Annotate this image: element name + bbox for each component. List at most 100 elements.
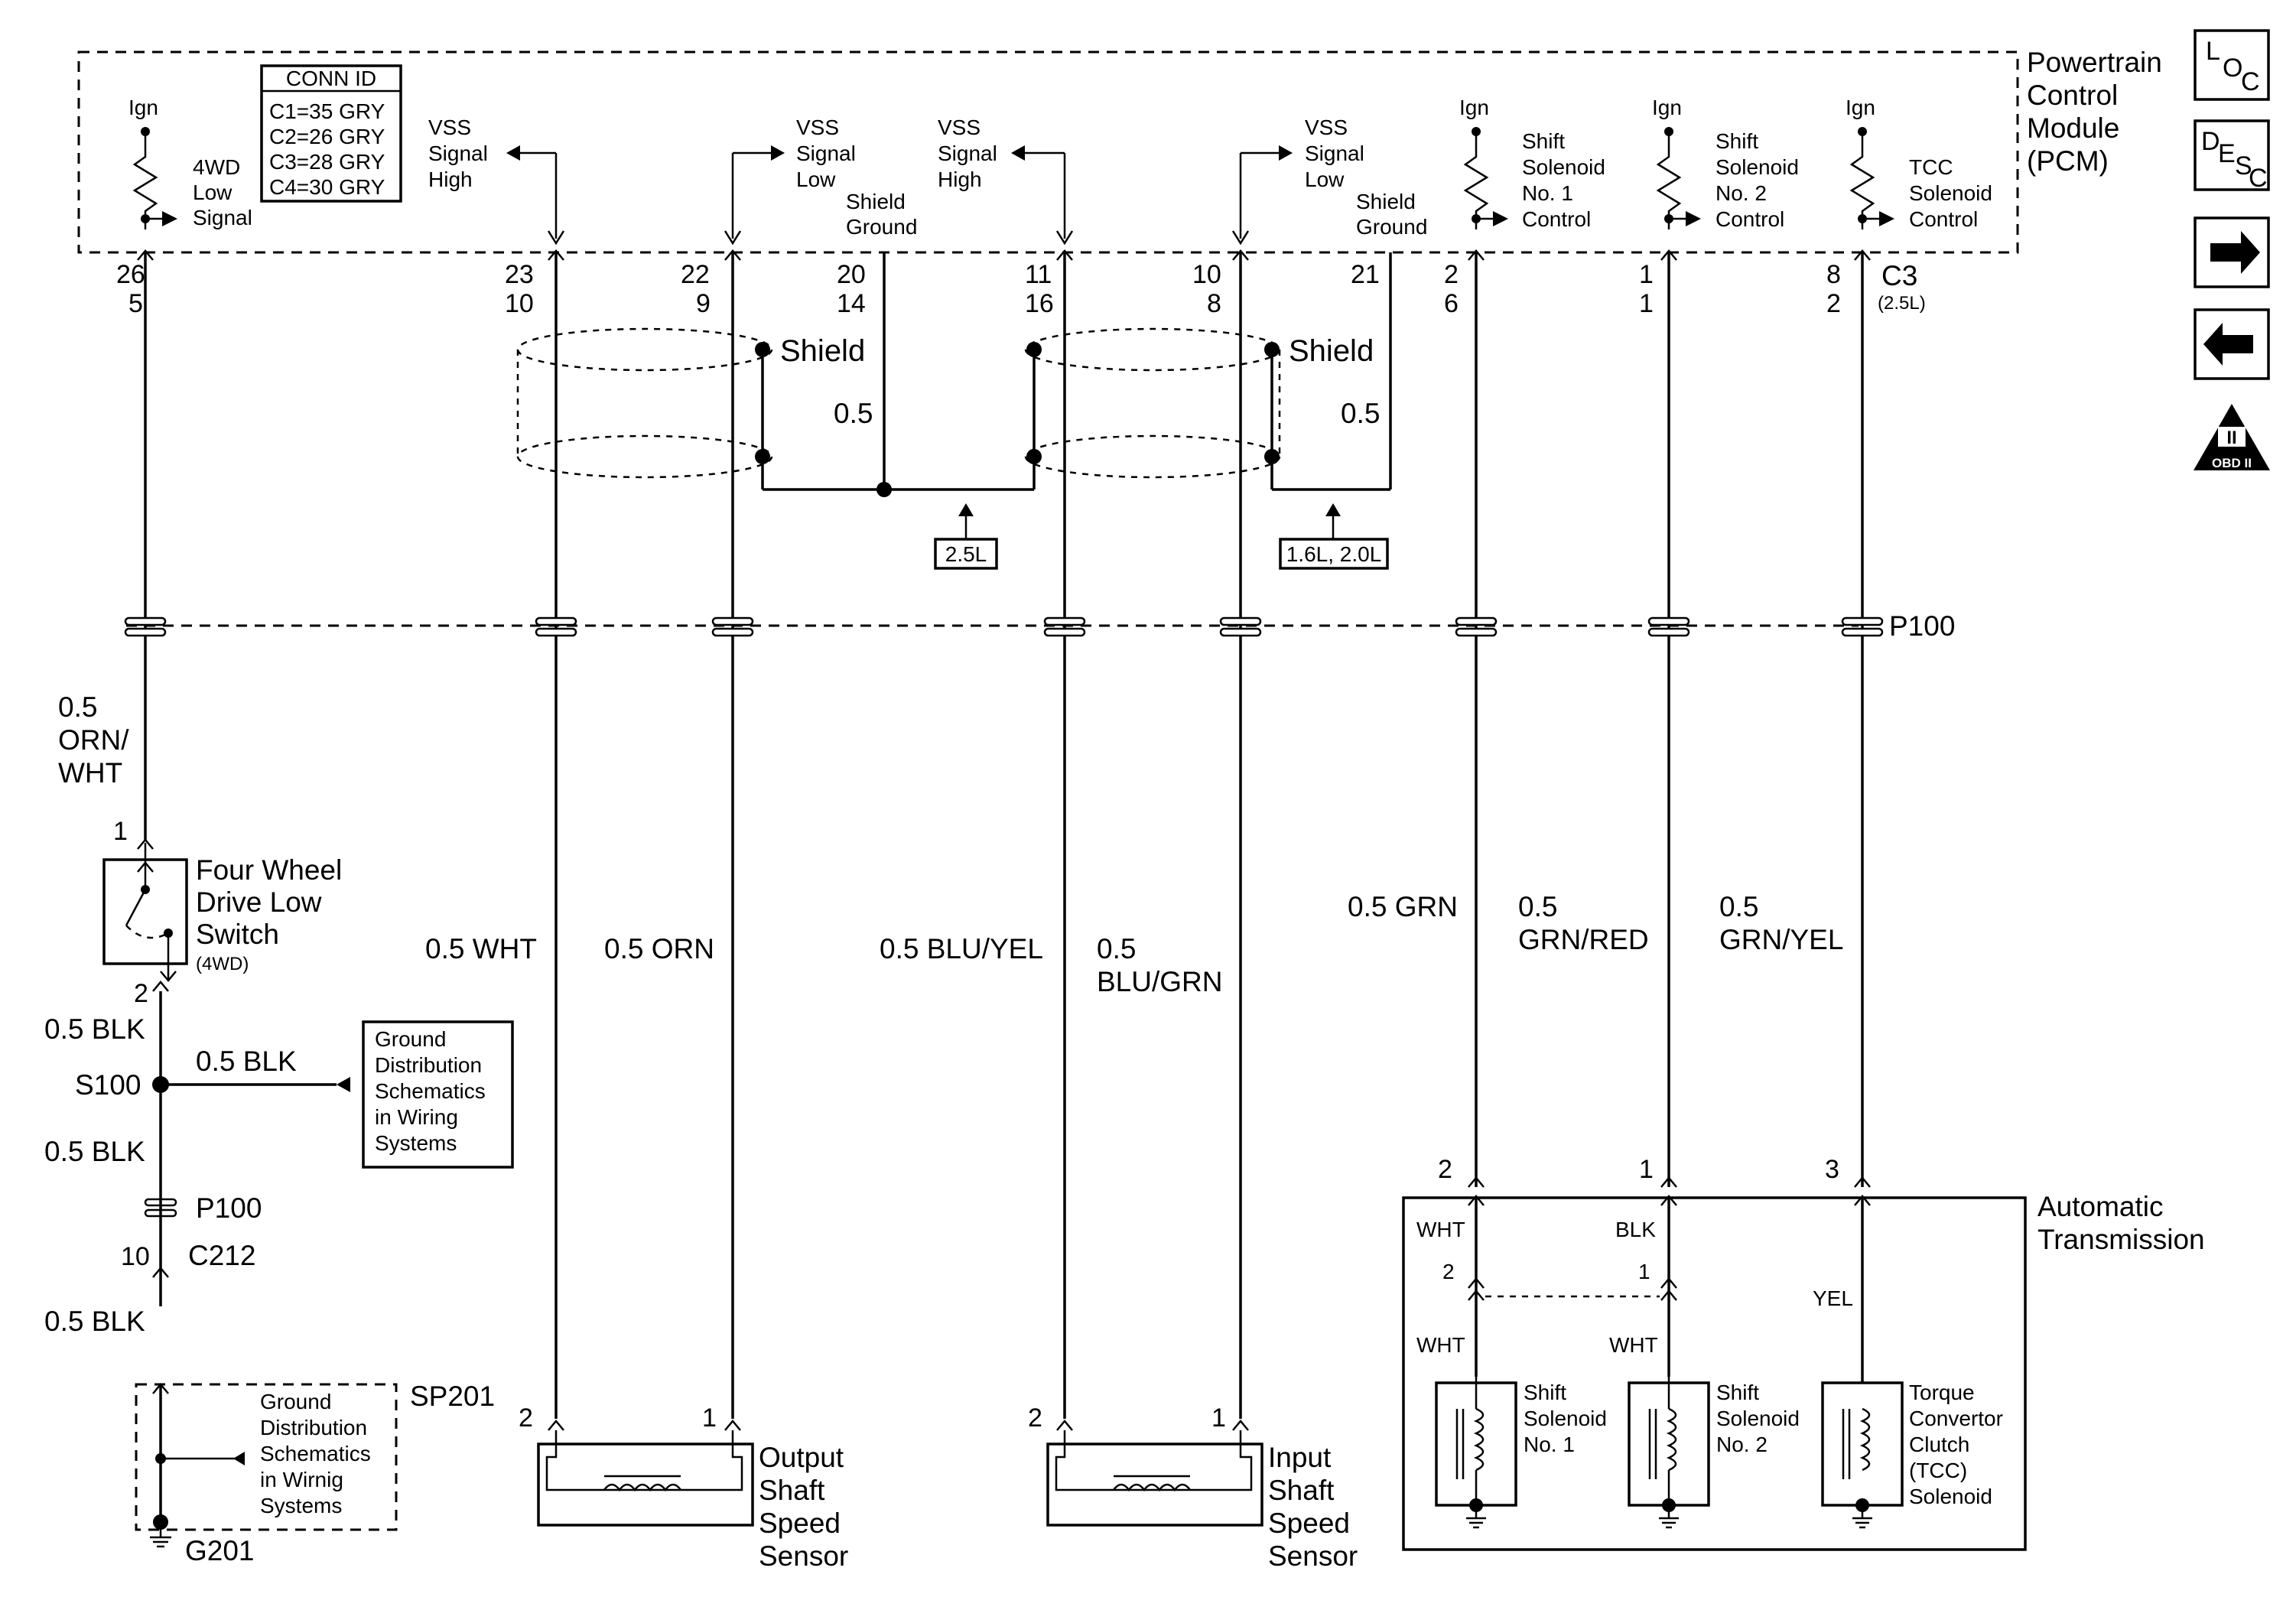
- svg-text:1: 1: [1639, 1155, 1654, 1184]
- svg-text:23: 23: [505, 260, 534, 289]
- svg-text:0.5: 0.5: [834, 398, 873, 429]
- svg-text:BLU/GRN: BLU/GRN: [1097, 966, 1222, 997]
- svg-text:2.5L: 2.5L: [945, 542, 987, 566]
- svg-text:High: High: [938, 168, 982, 191]
- svg-text:0.5: 0.5: [1518, 891, 1557, 922]
- svg-text:2: 2: [1438, 1155, 1452, 1184]
- svg-text:10: 10: [121, 1242, 150, 1271]
- connector-c3-note: (2.5L): [1878, 293, 1926, 314]
- svg-text:TCC: TCC: [1909, 155, 1953, 179]
- input-shaft-speed-sensor: 2 1 Input Shaft Speed Sensor: [1028, 1403, 1358, 1572]
- obd-ii-icon[interactable]: II OBD II: [2194, 404, 2270, 470]
- svg-text:Drive Low: Drive Low: [196, 886, 322, 918]
- pcm-outline: [77, 50, 2019, 254]
- svg-text:0.5 BLK: 0.5 BLK: [44, 1136, 145, 1167]
- svg-text:8: 8: [1826, 260, 1841, 289]
- ign-pullup-tcc: Ign TCC Solenoid Control: [1846, 96, 1992, 231]
- svg-text:26: 26: [116, 260, 145, 289]
- svg-text:8: 8: [1207, 289, 1221, 318]
- svg-text:C: C: [2241, 67, 2260, 96]
- svg-text:20: 20: [837, 260, 866, 289]
- p100-clip: [124, 616, 167, 637]
- pcm-title-1: Powertrain: [2027, 47, 2162, 78]
- svg-text:Control: Control: [1909, 207, 1978, 231]
- p100-clip: [1043, 616, 1086, 637]
- ign-pullup-sol2: Ign Shift Solenoid No. 2 Control: [1652, 96, 1799, 231]
- loc-icon[interactable]: L O C: [2194, 29, 2270, 101]
- svg-text:2: 2: [1826, 289, 1841, 318]
- svg-text:Shift: Shift: [1522, 129, 1565, 153]
- svg-text:in Wirnig: in Wirnig: [260, 1468, 343, 1491]
- svg-text:Shield: Shield: [846, 190, 906, 213]
- svg-text:Ign: Ign: [1459, 96, 1489, 119]
- svg-text:No. 2: No. 2: [1716, 1433, 1768, 1456]
- svg-text:Signal: Signal: [796, 141, 856, 165]
- svg-text:C: C: [2249, 164, 2268, 193]
- svg-text:No. 1: No. 1: [1524, 1433, 1575, 1456]
- svg-text:2: 2: [1442, 1260, 1455, 1283]
- svg-text:C1=35 GRY: C1=35 GRY: [269, 99, 385, 123]
- svg-text:1: 1: [1639, 289, 1654, 318]
- prev-arrow-icon[interactable]: [2194, 308, 2270, 380]
- svg-text:Solenoid: Solenoid: [1524, 1407, 1607, 1430]
- svg-text:Ground: Ground: [260, 1390, 331, 1413]
- svg-text:Convertor: Convertor: [1909, 1407, 2003, 1430]
- p100-connector-row: P100: [124, 610, 1955, 642]
- svg-text:Signal: Signal: [1305, 141, 1364, 165]
- ground-distribution-box[interactable]: Ground Distribution Schematics in Wiring…: [362, 1020, 514, 1169]
- next-arrow-icon[interactable]: [2194, 216, 2270, 288]
- svg-text:L: L: [2206, 37, 2220, 66]
- svg-text:Control: Control: [1522, 207, 1591, 231]
- svg-text:Schematics: Schematics: [260, 1442, 371, 1465]
- desc-icon[interactable]: D E S C: [2194, 119, 2270, 193]
- svg-text:C2=26 GRY: C2=26 GRY: [269, 125, 385, 148]
- svg-text:Speed: Speed: [1268, 1508, 1350, 1539]
- svg-text:Low: Low: [1305, 168, 1345, 191]
- svg-text:10: 10: [505, 289, 534, 318]
- svg-text:Ign: Ign: [128, 96, 158, 119]
- svg-text:O: O: [2223, 54, 2242, 83]
- svg-text:Solenoid: Solenoid: [1715, 155, 1799, 179]
- svg-text:Solenoid: Solenoid: [1909, 181, 1992, 205]
- svg-text:Ign: Ign: [1846, 96, 1875, 119]
- svg-text:WHT: WHT: [1416, 1218, 1465, 1241]
- svg-text:Systems: Systems: [260, 1494, 342, 1517]
- svg-text:Four Wheel: Four Wheel: [196, 854, 342, 886]
- output-shaft-speed-sensor: 2 1 Output Shaft Speed Sensor: [519, 1403, 848, 1572]
- svg-text:Shield: Shield: [1289, 334, 1374, 368]
- ground-path-left: 0.5 BLK S100 0.5 BLK 0.5 BLK P100 10 C21…: [44, 991, 495, 1566]
- svg-text:VSS: VSS: [428, 115, 471, 139]
- svg-text:10: 10: [1192, 260, 1221, 289]
- shield-ground-2-label: Shield Ground: [1356, 190, 1427, 239]
- svg-text:Shaft: Shaft: [759, 1475, 825, 1506]
- svg-text:Shift: Shift: [1715, 129, 1758, 153]
- svg-text:SP201: SP201: [410, 1381, 495, 1412]
- svg-text:14: 14: [837, 289, 866, 318]
- svg-text:VSS: VSS: [938, 115, 981, 139]
- p100-clip: [535, 616, 577, 637]
- svg-text:Input: Input: [1268, 1442, 1332, 1473]
- svg-text:Switch: Switch: [196, 919, 279, 950]
- svg-text:GRN/YEL: GRN/YEL: [1719, 924, 1843, 955]
- svg-text:0.5 ORN: 0.5 ORN: [604, 933, 714, 964]
- svg-text:Ign: Ign: [1652, 96, 1682, 119]
- svg-text:0.5 BLK: 0.5 BLK: [44, 1013, 145, 1045]
- svg-text:No. 2: No. 2: [1715, 181, 1767, 205]
- svg-text:1.6L, 2.0L: 1.6L, 2.0L: [1286, 542, 1382, 566]
- vss-high-2-signal: VSS Signal High: [938, 115, 1074, 246]
- pin-numbers: 26 5 23 10 22 9 20 14 11 16 10 8 21 2 6 …: [116, 260, 1841, 318]
- svg-text:GRN/RED: GRN/RED: [1518, 924, 1649, 955]
- automatic-transmission: 2 1 3 Automatic Transmission WHT BLK 2 1…: [1402, 1155, 2205, 1551]
- svg-text:2: 2: [1028, 1403, 1042, 1433]
- p100-clip-left: [144, 1198, 177, 1218]
- svg-text:in Wiring: in Wiring: [375, 1105, 458, 1129]
- svg-text:6: 6: [1444, 289, 1459, 318]
- p100-clip: [1647, 616, 1690, 637]
- svg-text:Solenoid: Solenoid: [1522, 155, 1605, 179]
- svg-text:Signal: Signal: [938, 141, 997, 165]
- svg-text:Shift: Shift: [1716, 1381, 1759, 1404]
- shield-group-2: Shield 0.5: [1024, 327, 1380, 490]
- shield-ground-joins: 2.5L 1.6L, 2.0L: [763, 482, 1390, 570]
- ign-pullup-sol1: Ign Shift Solenoid No. 1 Control: [1459, 96, 1605, 231]
